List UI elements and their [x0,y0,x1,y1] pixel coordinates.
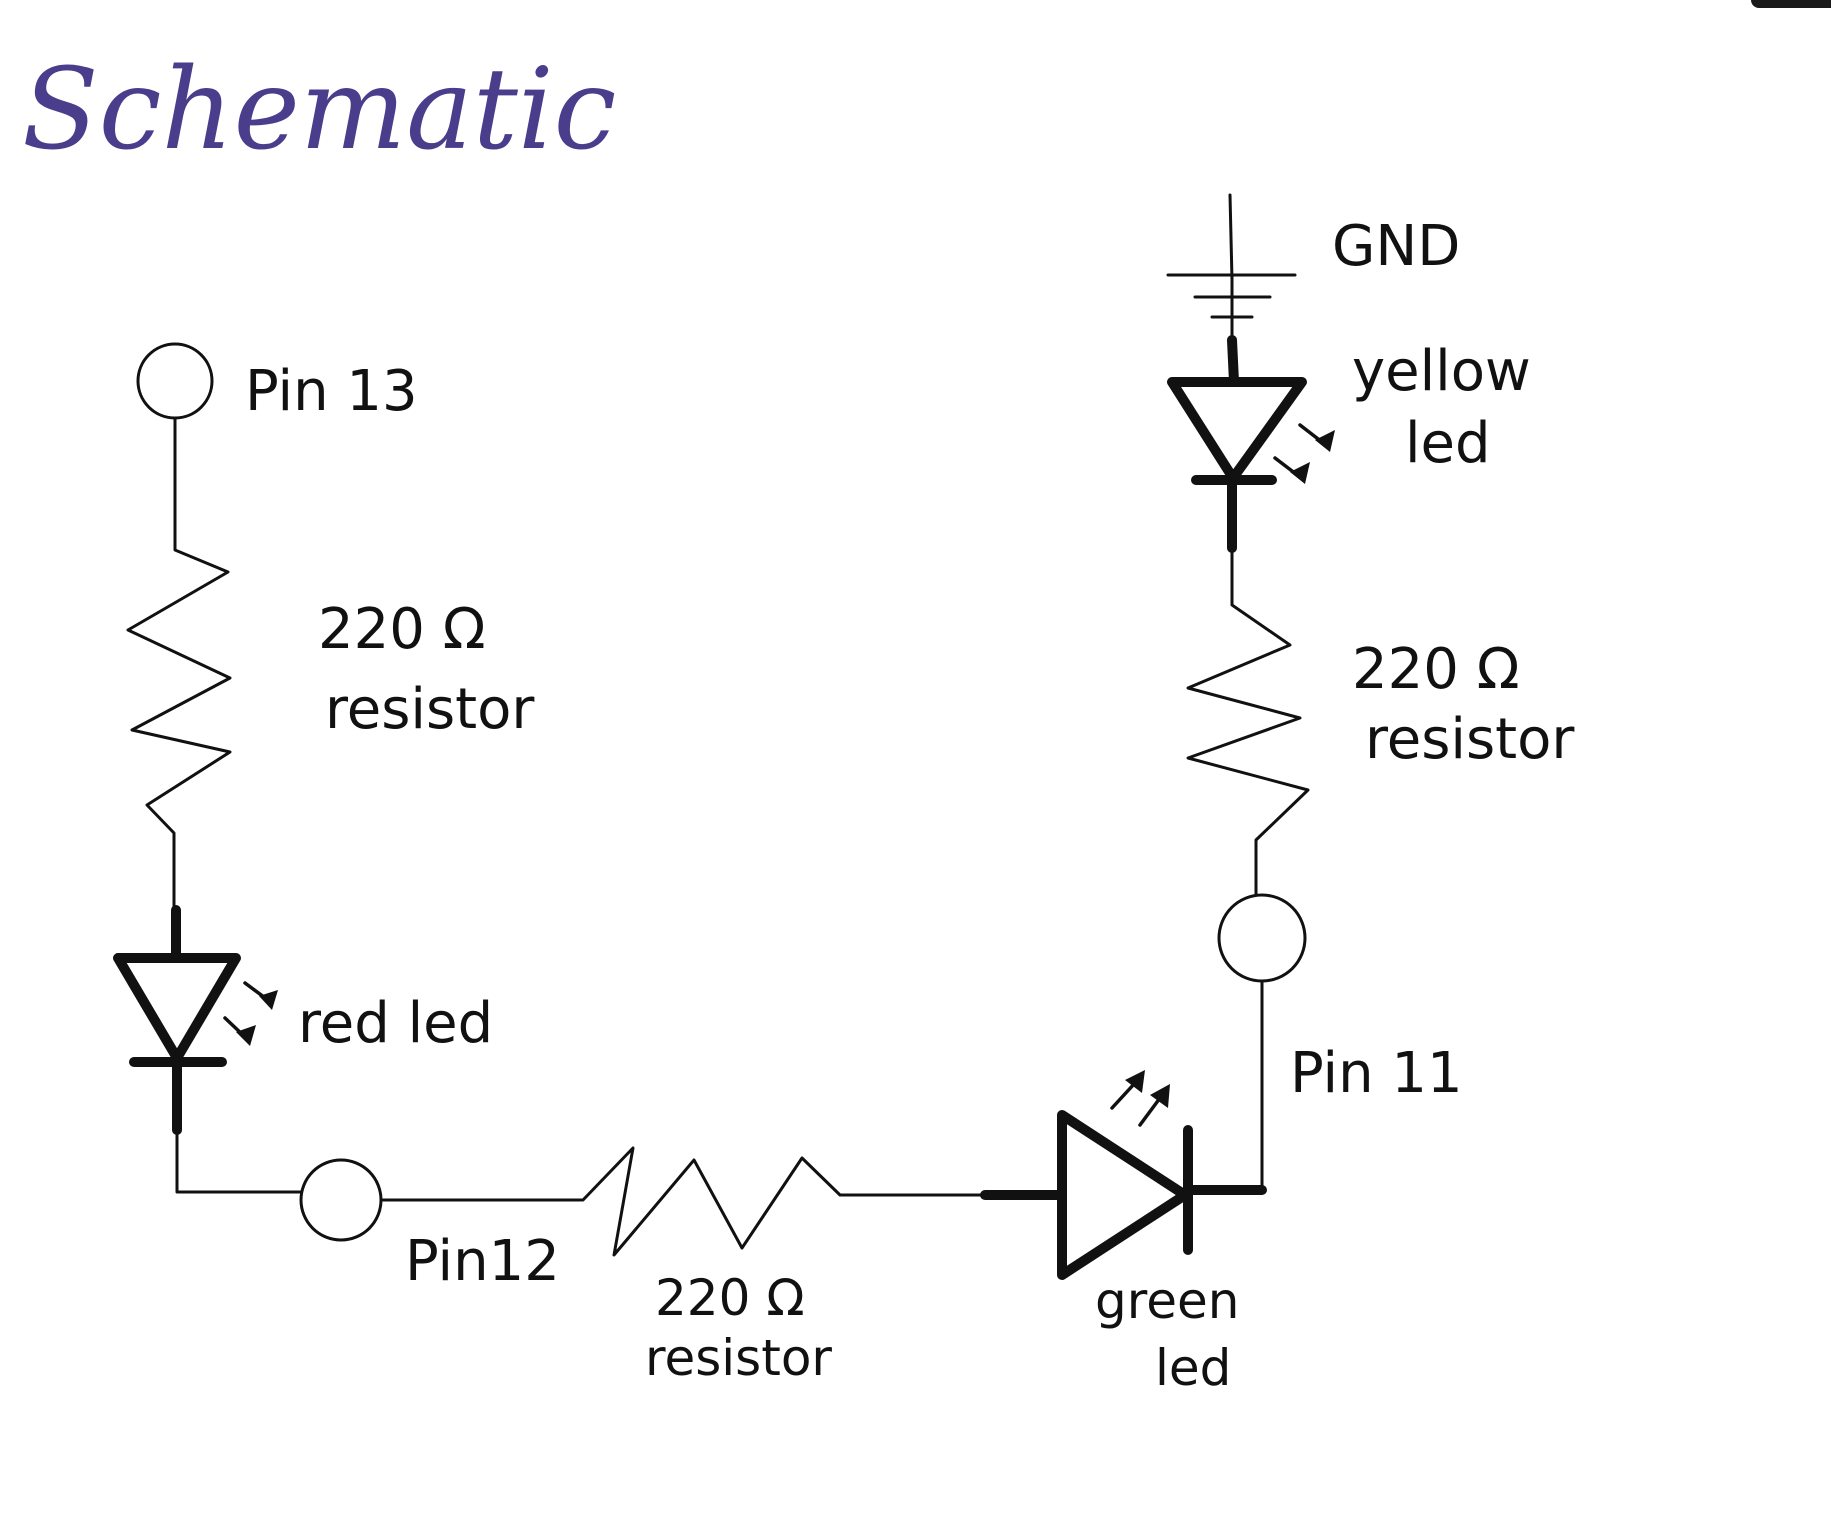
red-led-light-arrows [223,981,278,1046]
window-corner-bar [1751,0,1831,8]
red-led [113,905,241,1135]
yellow-led-label-line1: yellow [1352,339,1531,404]
yellow-led-light-arrows [1273,423,1335,484]
pin13-label: Pin 13 [245,359,418,424]
pin12-node [299,1158,383,1242]
green-led [980,1110,1267,1280]
right-resistor [1186,546,1310,897]
green-led-label-line1: green [1095,1272,1239,1330]
right-resistor-value: 220 Ω [1352,637,1519,702]
green-led-label-line2: led [1155,1339,1231,1397]
right-resistor-label: resistor [1365,707,1575,772]
yellow-led-label-line2: led [1405,411,1491,476]
bottom-resistor-label: resistor [645,1329,832,1387]
diagram-title: Schematic [22,45,616,175]
pin11-label: Pin 11 [1290,1041,1463,1106]
pin13-node [136,342,214,420]
bottom-resistor [379,1146,987,1257]
left-resistor-value: 220 Ω [318,597,485,662]
ground-symbol [1166,193,1297,342]
red-led-label: red led [298,991,493,1056]
green-led-light-arrows [1110,1070,1170,1127]
pin12-label: Pin12 [405,1229,560,1294]
wire-red-led-to-pin12 [175,1128,304,1194]
yellow-led [1167,335,1307,553]
left-resistor-label: resistor [325,677,535,742]
gnd-label: GND [1332,214,1460,279]
left-resistor [126,416,232,912]
pin11-node [1217,893,1307,983]
bottom-resistor-value: 220 Ω [655,1269,805,1327]
